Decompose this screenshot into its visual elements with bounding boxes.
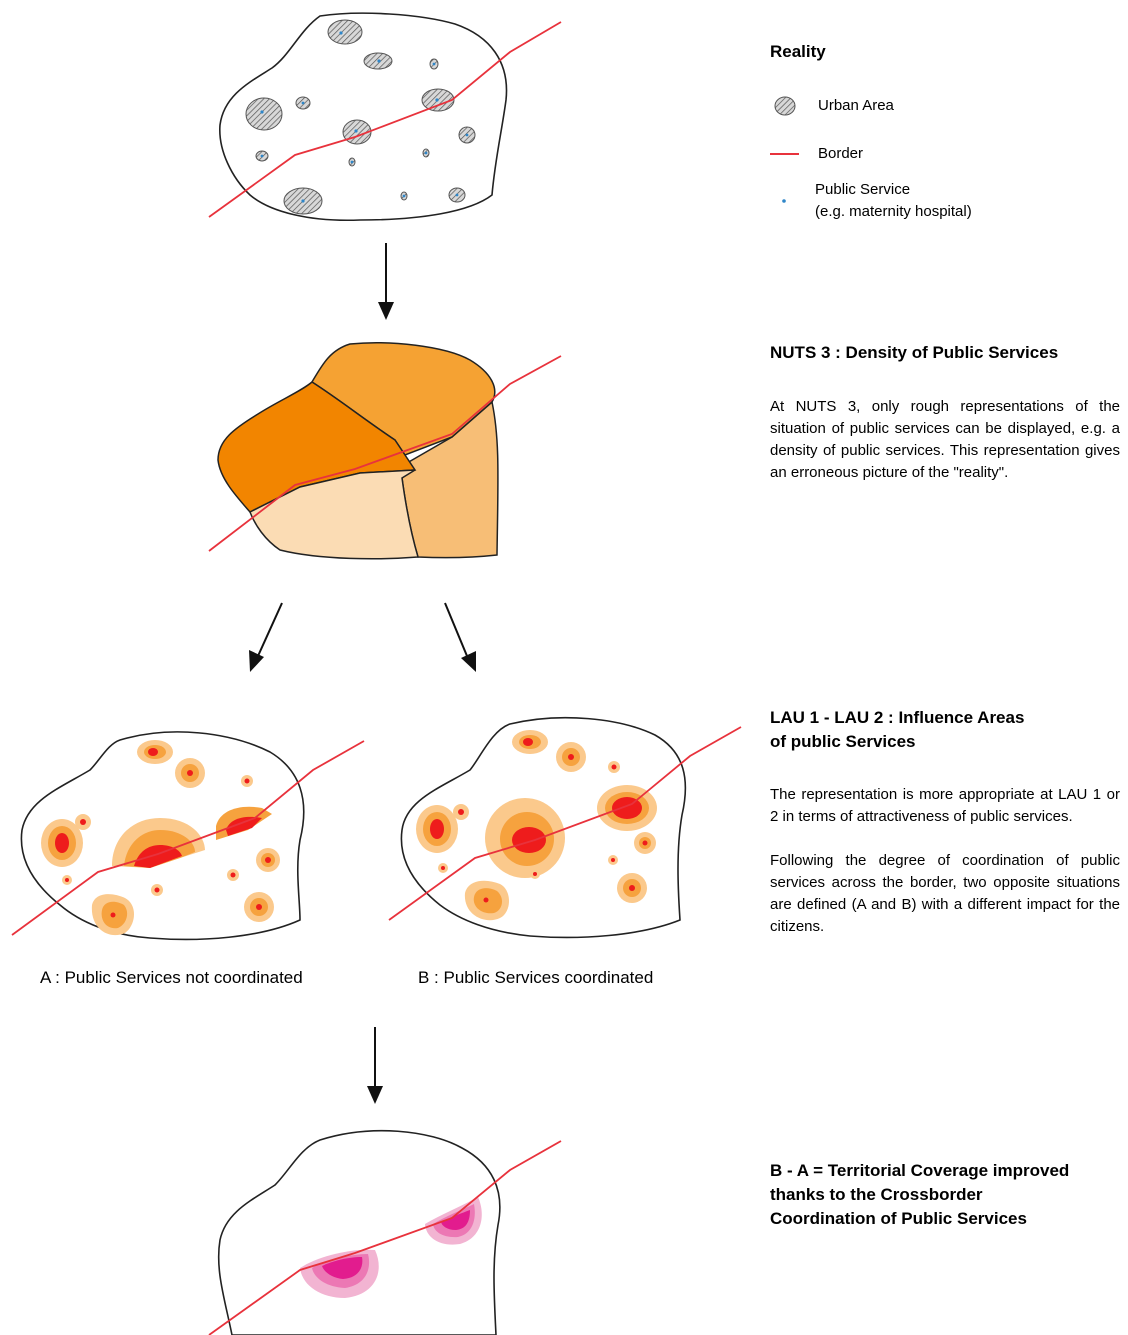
arrow-down-icon: [378, 243, 394, 320]
nuts3-region-north: [310, 342, 496, 456]
legend-urban-area-label: Urban Area: [818, 97, 894, 114]
public-service-dot: [260, 110, 264, 114]
nuts3-description: At NUTS 3, only rough representations of…: [770, 398, 1120, 481]
public-service-dot: [424, 151, 428, 155]
border-line: [208, 355, 562, 552]
result-title-line2: thanks to the Crossborder: [770, 1185, 983, 1204]
public-service-dot: [402, 194, 406, 198]
result-map: [208, 1129, 562, 1335]
lau-description-1: The representation is more appropriate a…: [770, 786, 1120, 825]
public-service-dot: [377, 59, 381, 63]
public-service-dots: [260, 31, 469, 203]
public-service-dot: [432, 62, 436, 66]
public-service-dot: [455, 193, 459, 197]
public-service-legend-icon: [782, 199, 786, 203]
legend-border-label: Border: [818, 145, 864, 162]
arrow-down-icon: [367, 1027, 383, 1104]
nuts3-region-south: [249, 469, 419, 560]
arrow-down-left-icon: [249, 602, 283, 672]
influence-areas-b: [416, 730, 657, 921]
reality-map: [208, 12, 562, 222]
public-service-dot: [339, 31, 343, 35]
lau-description-2: Following the degree of coordination of …: [770, 852, 1120, 935]
map-b-coordinated: [388, 716, 742, 939]
public-service-dot: [260, 154, 264, 158]
nuts3-title: NUTS 3 : Density of Public Services: [770, 343, 1059, 362]
influence-areas-a: [41, 740, 280, 936]
result-region-outline: [217, 1129, 501, 1335]
arrow-down-right-icon: [444, 602, 476, 672]
map-a-not-coordinated: [11, 731, 365, 941]
public-service-dot: [354, 129, 358, 133]
public-service-dot: [301, 101, 305, 105]
border-line: [11, 740, 365, 936]
public-service-dot: [435, 98, 439, 102]
legend-public-service-example: (e.g. maternity hospital): [815, 203, 972, 220]
result-title-line3: Coordination of Public Services: [770, 1209, 1027, 1228]
lau-title-line1: LAU 1 - LAU 2 : Influence Areas: [770, 708, 1025, 727]
caption-a: A : Public Services not coordinated: [40, 968, 303, 987]
nuts3-map: [208, 342, 562, 560]
legend-title: Reality: [770, 42, 826, 61]
public-service-dot: [301, 199, 305, 203]
urban-area: [327, 19, 363, 45]
public-service-dot: [350, 160, 354, 164]
caption-b: B : Public Services coordinated: [418, 968, 654, 987]
border-line: [208, 1140, 562, 1335]
legend-symbols: [770, 96, 799, 203]
public-service-dot: [465, 133, 469, 137]
result-title-line1: B - A = Territorial Coverage improved: [770, 1161, 1070, 1180]
border-line: [208, 21, 562, 218]
lau-title-line2: of public Services: [770, 732, 916, 751]
border-line: [388, 726, 742, 921]
nuts3-region-west: [217, 381, 417, 513]
urban-area-legend-icon: [774, 96, 796, 116]
legend-public-service-label: Public Service: [815, 181, 911, 198]
coverage-gain-areas: [300, 1197, 482, 1298]
urban-area: [245, 97, 283, 131]
